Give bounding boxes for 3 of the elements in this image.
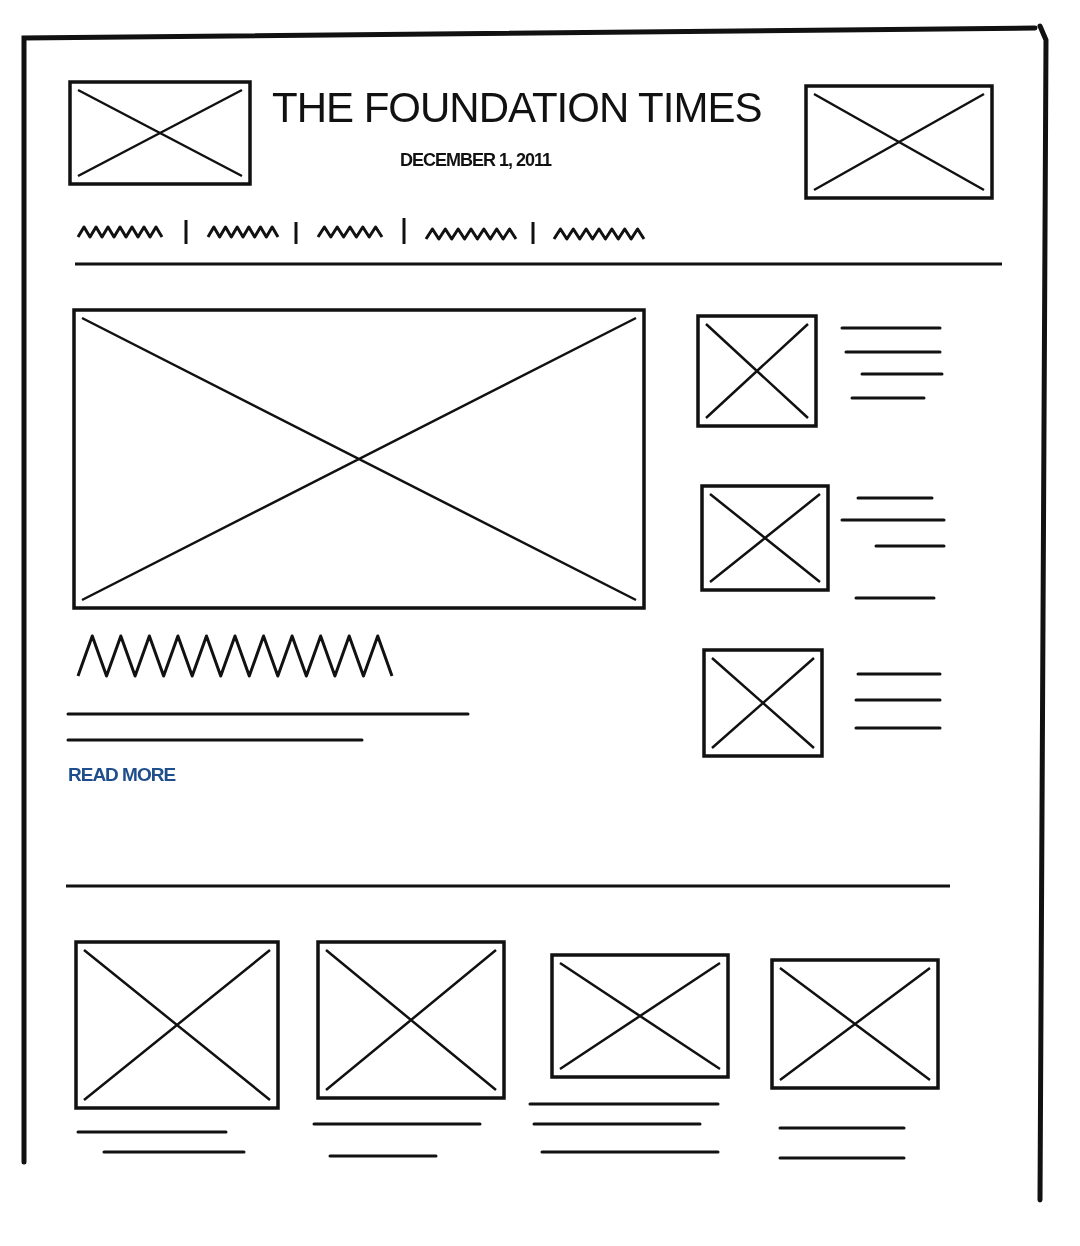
date-text: DECEMBER 1, 2011: [400, 150, 552, 171]
read-more-link: READ MORE: [68, 764, 176, 786]
masthead-title: THE FOUNDATION TIMES: [272, 84, 762, 132]
